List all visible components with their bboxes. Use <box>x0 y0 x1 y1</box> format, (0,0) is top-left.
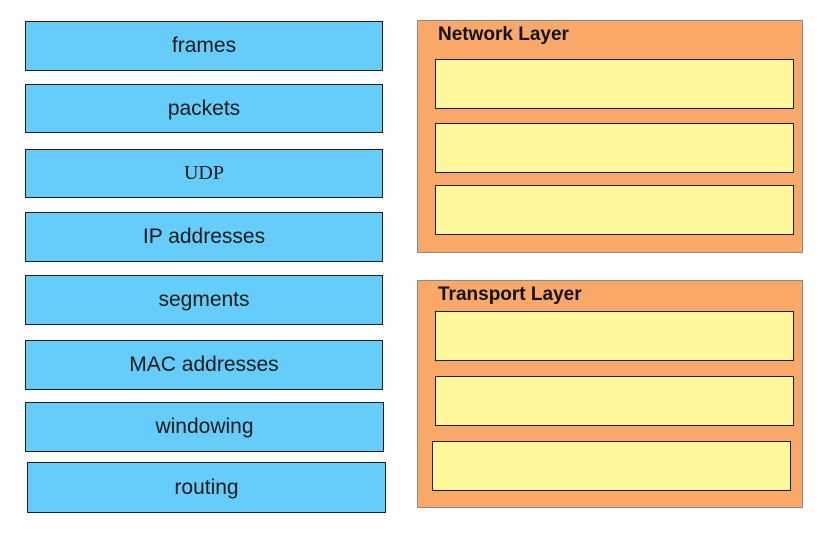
item-udp[interactable]: UDP <box>25 149 383 198</box>
transport-layer-slot-1[interactable] <box>435 311 794 361</box>
item-segments[interactable]: segments <box>25 275 383 325</box>
network-layer-slot-2[interactable] <box>435 123 794 173</box>
item-windowing[interactable]: windowing <box>25 402 384 452</box>
transport-layer-slot-3[interactable] <box>432 441 791 491</box>
item-packets[interactable]: packets <box>25 84 383 133</box>
item-frames[interactable]: frames <box>25 21 383 71</box>
network-layer-slot-3[interactable] <box>435 185 794 235</box>
transport-layer-slot-2[interactable] <box>435 376 794 426</box>
network-layer-slot-1[interactable] <box>435 59 794 109</box>
item-ip-addresses[interactable]: IP addresses <box>25 212 383 262</box>
transport-layer-title: Transport Layer <box>438 284 582 305</box>
transport-layer-panel: Transport Layer <box>417 280 803 508</box>
network-layer-title: Network Layer <box>438 24 569 45</box>
item-routing[interactable]: routing <box>27 462 386 513</box>
network-layer-panel: Network Layer <box>417 20 803 253</box>
item-mac-addresses[interactable]: MAC addresses <box>25 340 383 390</box>
